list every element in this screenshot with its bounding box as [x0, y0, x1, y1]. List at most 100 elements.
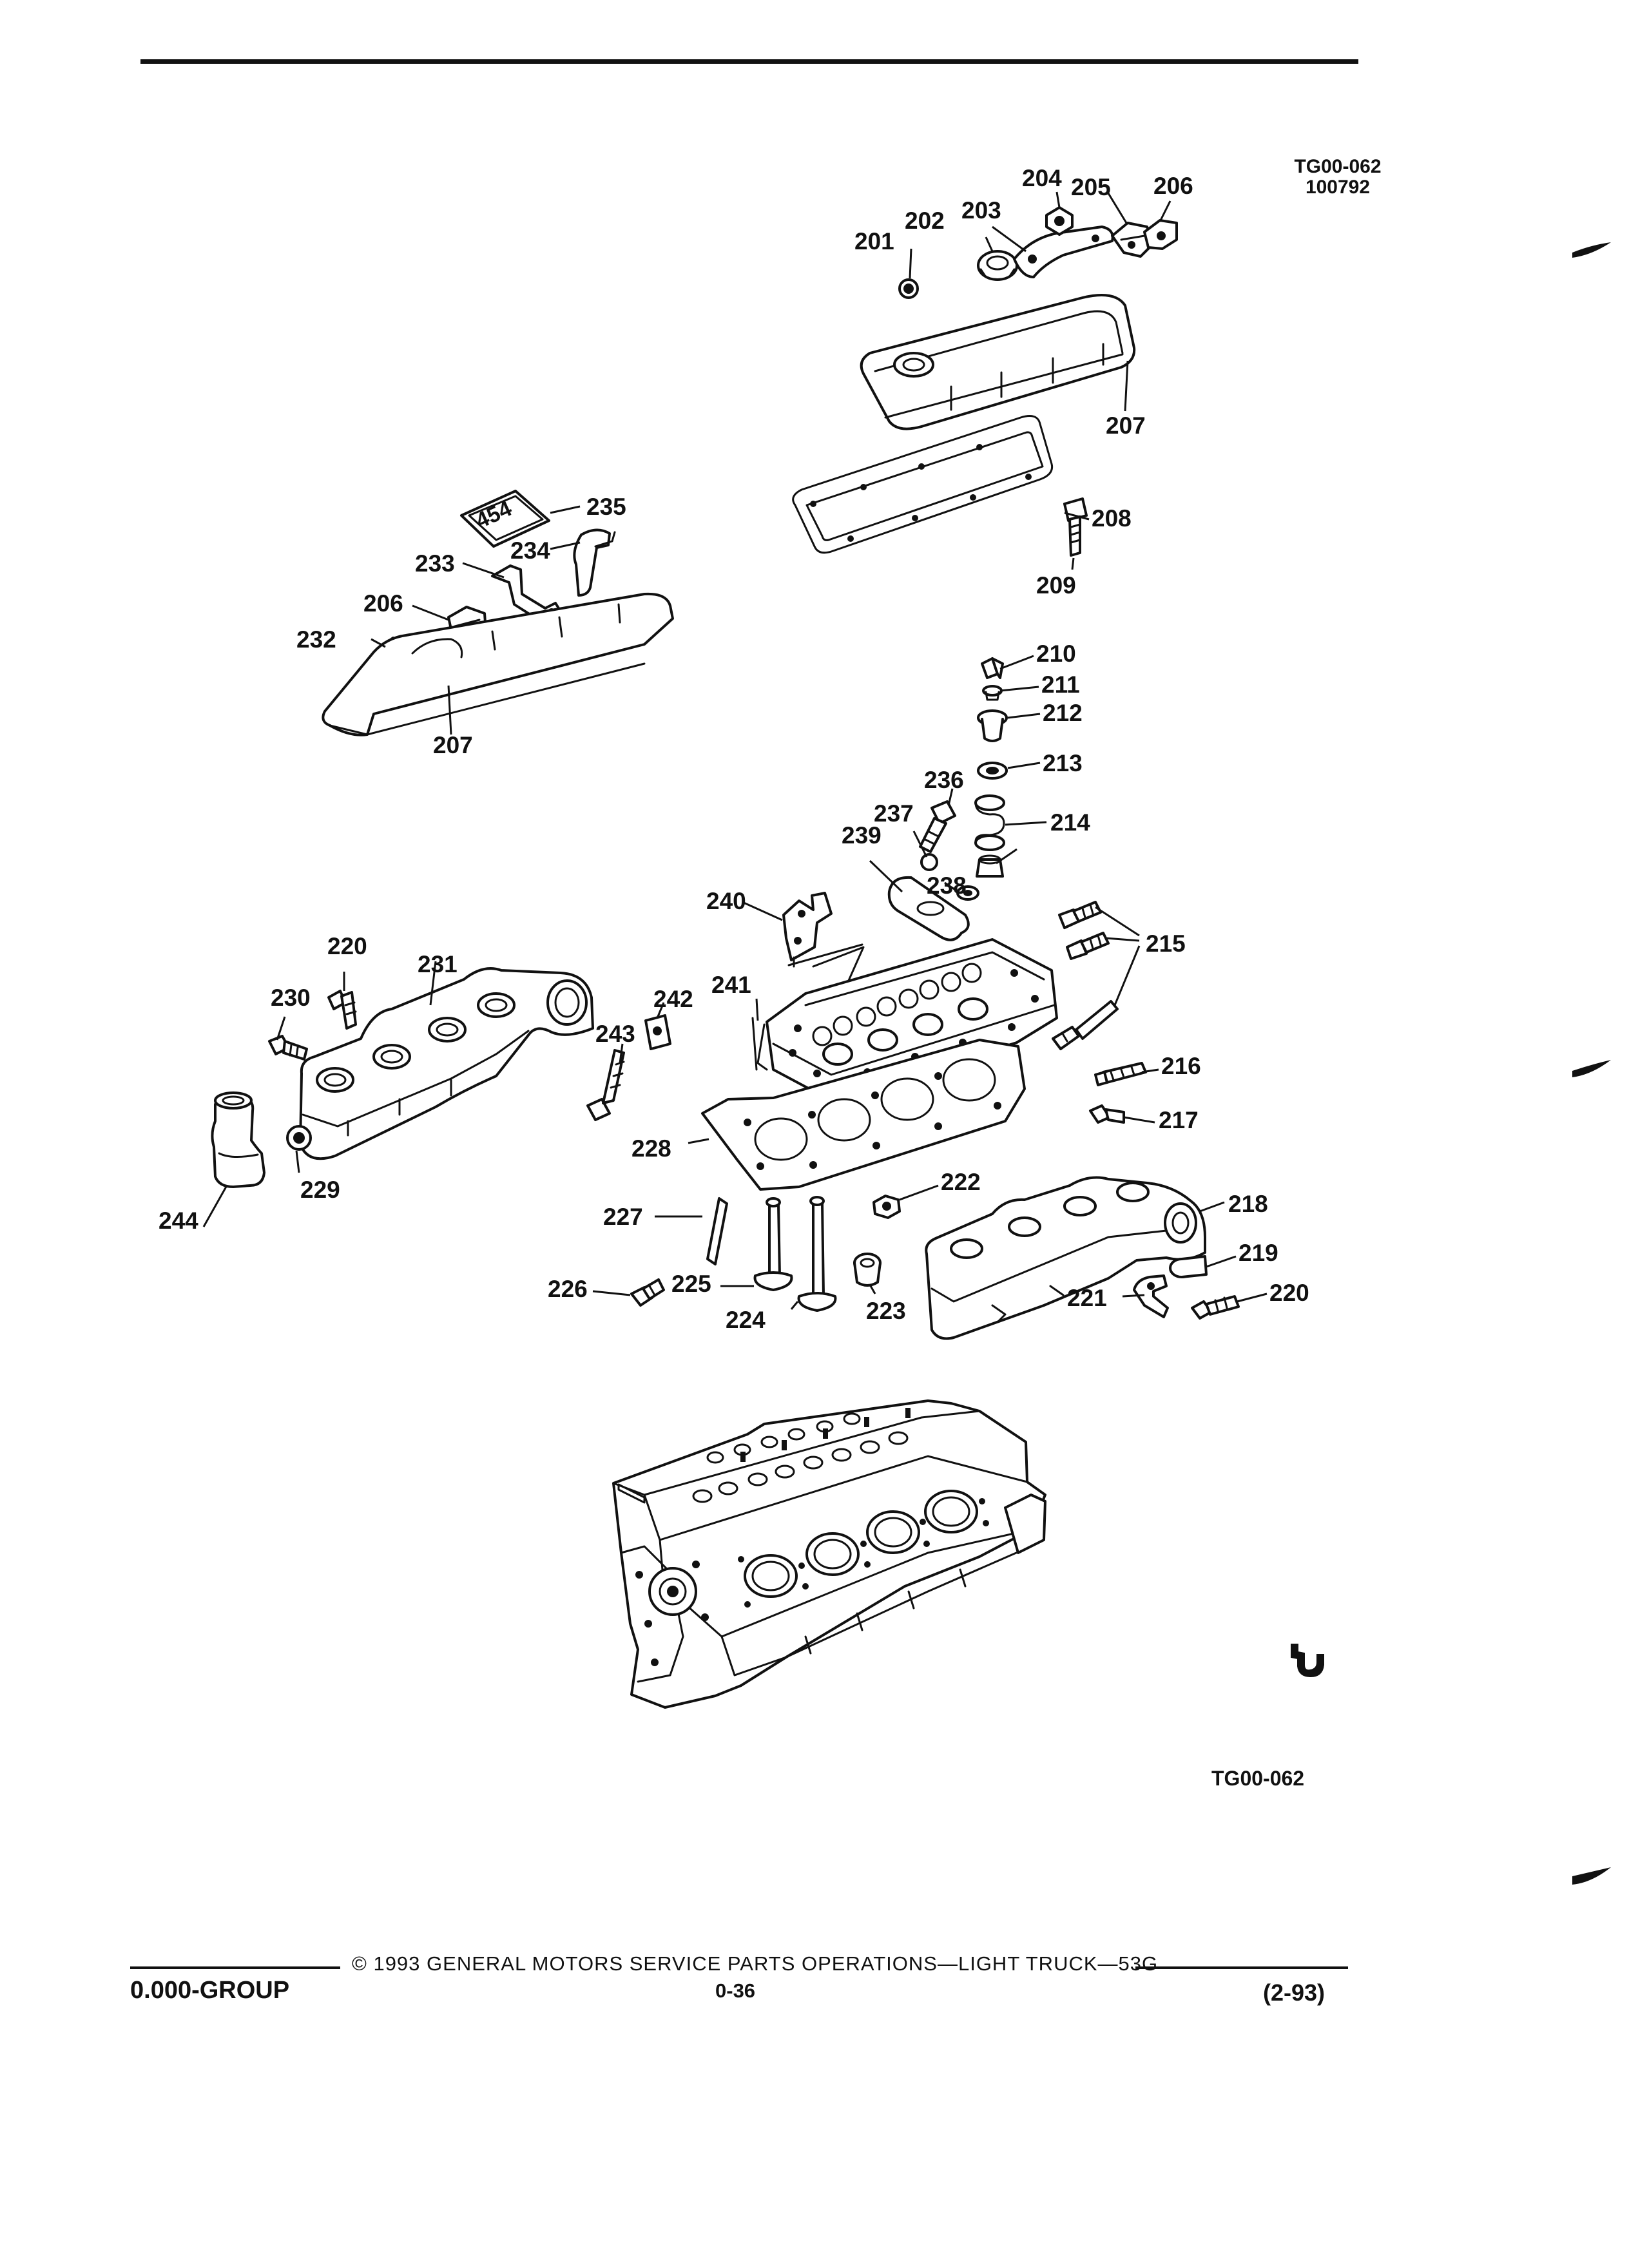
callout-206-left: 206 — [363, 590, 403, 617]
footer-date: (2-93) — [1263, 1979, 1325, 2006]
callout-224: 224 — [726, 1307, 766, 1333]
callout-208: 208 — [1092, 505, 1132, 532]
callout-233: 233 — [415, 550, 455, 577]
part-201-nut — [898, 278, 919, 299]
part-214-spring — [974, 794, 1005, 878]
part-202-breather — [977, 250, 1018, 281]
callout-214: 214 — [1050, 809, 1090, 836]
callout-236: 236 — [924, 767, 964, 793]
callout-216: 216 — [1161, 1053, 1201, 1079]
footer-rule-left — [130, 1966, 340, 1969]
callout-226: 226 — [548, 1276, 588, 1302]
part-209-bolt — [1063, 497, 1088, 557]
callout-220-left: 220 — [327, 933, 367, 959]
part-242-tab — [644, 1014, 671, 1050]
footer-rule-right — [1135, 1966, 1348, 1969]
callout-241: 241 — [711, 972, 751, 998]
part-243-bolt — [586, 1049, 625, 1121]
part-241-cylinder-head — [757, 938, 1058, 1102]
callout-235: 235 — [586, 494, 626, 520]
callout-218: 218 — [1228, 1191, 1268, 1217]
part-239-rocker-arm — [887, 876, 970, 941]
callout-242: 242 — [653, 986, 693, 1012]
footer-copyright: © 1993 GENERAL MOTORS SERVICE PARTS OPER… — [352, 1952, 1159, 1975]
callout-209: 209 — [1036, 572, 1076, 599]
leader-lines — [202, 191, 1268, 1310]
callout-223: 223 — [866, 1298, 906, 1324]
part-207-valve-cover-left — [322, 592, 674, 736]
callout-243: 243 — [595, 1021, 635, 1047]
callout-232: 232 — [296, 626, 336, 653]
part-231-exhaust-manifold-left — [299, 967, 594, 1160]
callout-207-left: 207 — [433, 732, 473, 758]
part-218-exhaust-manifold-right — [925, 1176, 1206, 1340]
part-203-bracket — [1013, 226, 1114, 278]
part-207-valve-cover-right — [860, 294, 1136, 430]
part-205-clip — [1111, 222, 1155, 258]
part-204-nut — [1045, 206, 1074, 236]
callout-219: 219 — [1239, 1240, 1278, 1266]
part-216-stud — [1094, 1062, 1147, 1086]
part-222-nut — [872, 1195, 901, 1219]
callout-221: 221 — [1067, 1285, 1107, 1311]
callout-202: 202 — [905, 207, 945, 234]
part-206-clip — [1143, 219, 1178, 250]
part-221-bracket — [1133, 1274, 1169, 1318]
part-235-emblem — [460, 490, 550, 548]
callout-244: 244 — [159, 1207, 198, 1234]
figure-label: TG00-062 — [1211, 1767, 1305, 1790]
callout-213: 213 — [1043, 750, 1083, 776]
callout-212: 212 — [1043, 700, 1083, 726]
part-213-shim — [977, 762, 1008, 780]
top-rule — [140, 59, 1358, 64]
figure-date: 100792 — [1305, 177, 1371, 198]
part-220-bolt-right — [1191, 1295, 1240, 1320]
part-219-bushing — [1169, 1255, 1208, 1278]
part-228-head-gasket — [701, 1039, 1026, 1191]
callout-238: 238 — [927, 872, 967, 899]
binder-mark — [1572, 242, 1611, 258]
callout-203: 203 — [961, 197, 1001, 224]
part-223-bushing — [853, 1253, 882, 1287]
printer-mark — [1291, 1644, 1324, 1678]
part-225-valve — [753, 1197, 793, 1291]
callout-237: 237 — [874, 800, 914, 827]
part-237-pivot — [920, 853, 938, 871]
callout-222: 222 — [941, 1169, 981, 1195]
callout-239: 239 — [842, 822, 882, 849]
figure-code: TG00-062 — [1294, 156, 1382, 177]
callout-207: 207 — [1106, 412, 1146, 439]
part-224-valve — [797, 1196, 837, 1312]
part-212-retainer — [977, 709, 1008, 742]
callout-227: 227 — [603, 1204, 643, 1230]
part-244-pipe — [211, 1091, 265, 1188]
footer-group: 0.000-GROUP — [130, 1977, 290, 2004]
callout-231: 231 — [418, 951, 458, 977]
part-226-plug — [630, 1278, 665, 1307]
callout-206: 206 — [1153, 173, 1193, 199]
callout-225: 225 — [671, 1271, 711, 1297]
callout-230: 230 — [271, 985, 311, 1011]
binder-mark — [1572, 1867, 1611, 1885]
part-208-gasket — [792, 415, 1054, 554]
part-211-seal — [982, 685, 1003, 701]
engine-block — [612, 1399, 1046, 1709]
footer-page-number: 0-36 — [715, 1979, 756, 2002]
part-220-stud-left — [327, 990, 357, 1030]
part-215-head-bolt — [1052, 901, 1119, 1050]
callout-229: 229 — [300, 1177, 340, 1203]
callout-211: 211 — [1041, 671, 1080, 698]
part-230-bolt — [268, 1035, 308, 1061]
callout-210: 210 — [1036, 640, 1076, 667]
part-236-bolt — [919, 800, 956, 853]
callout-205: 205 — [1071, 174, 1111, 200]
part-234-bracket — [573, 528, 616, 597]
callout-204: 204 — [1022, 165, 1062, 191]
binder-mark — [1572, 1060, 1611, 1077]
callout-215: 215 — [1146, 930, 1186, 957]
callout-228: 228 — [631, 1135, 671, 1162]
part-229-plug — [286, 1125, 312, 1151]
part-210-keeper — [981, 657, 1004, 679]
